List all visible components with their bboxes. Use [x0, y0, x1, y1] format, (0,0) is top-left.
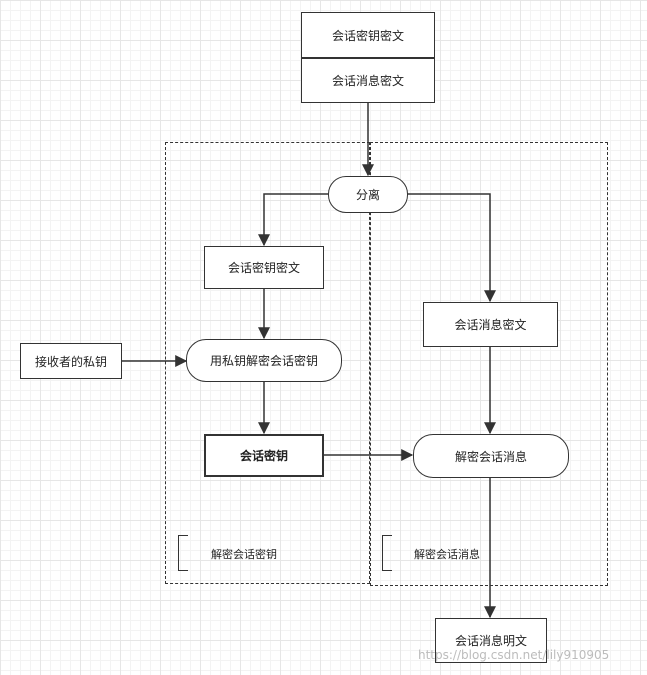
decrypt-session-message-node: 解密会话消息 — [413, 434, 569, 478]
edge-separate-to-key-cipher — [258, 193, 328, 247]
separate-node: 分离 — [328, 176, 408, 213]
decrypt-session-key-node: 用私钥解密会话密钥 — [186, 339, 342, 382]
session-key-box: 会话密钥 — [204, 434, 324, 477]
receiver-private-key-box: 接收者的私钥 — [20, 343, 122, 379]
session-message-cipher-box: 会话消息密文 — [423, 302, 558, 347]
session-key-cipher-top-box: 会话密钥密文 — [301, 12, 435, 58]
edge-separate-to-msg-cipher — [407, 193, 496, 303]
right-note-bracket — [382, 535, 392, 571]
session-key-cipher-box: 会话密钥密文 — [204, 246, 324, 289]
group-decrypt-session-key — [165, 142, 370, 584]
session-message-cipher-top-box: 会话消息密文 — [301, 58, 435, 103]
session-message-plaintext-box: 会话消息明文 — [435, 618, 547, 663]
left-group-label: 解密会话密钥 — [211, 548, 277, 561]
group-decrypt-session-message — [370, 142, 608, 586]
right-group-label: 解密会话消息 — [414, 548, 480, 561]
watermark-text: https://blog.csdn.net/lily910905 — [418, 648, 610, 662]
left-note-bracket — [178, 535, 188, 571]
